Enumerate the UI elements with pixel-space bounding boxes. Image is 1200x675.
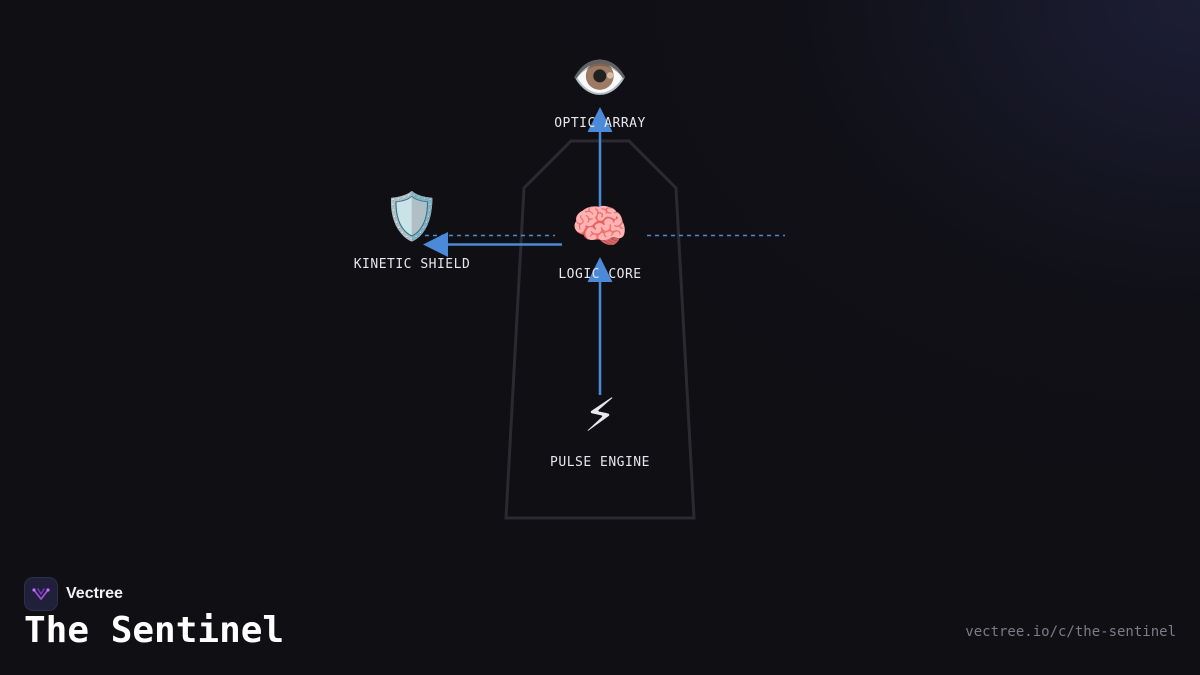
lightning-icon: ⚡ — [583, 388, 617, 442]
sentinel-outline — [504, 139, 696, 520]
node-label-optic-array: OPTIC ARRAY — [554, 116, 646, 131]
page-title: The Sentinel — [24, 610, 285, 651]
node-label-logic-core: LOGIC CORE — [558, 267, 642, 282]
brain-icon: 🧠 — [571, 199, 629, 253]
brand-name: Vectree — [66, 585, 123, 602]
node-label-pulse-engine: PULSE ENGINE — [550, 455, 650, 470]
eye-icon: 👁️ — [571, 50, 629, 104]
page-url[interactable]: vectree.io/c/the-sentinel — [965, 624, 1176, 640]
node-label-kinetic-shield: KINETIC SHIELD — [353, 257, 471, 272]
brand[interactable]: Vectree — [24, 577, 123, 611]
shield-icon: 🛡️ — [383, 189, 441, 243]
vectree-logo-icon — [24, 577, 58, 611]
